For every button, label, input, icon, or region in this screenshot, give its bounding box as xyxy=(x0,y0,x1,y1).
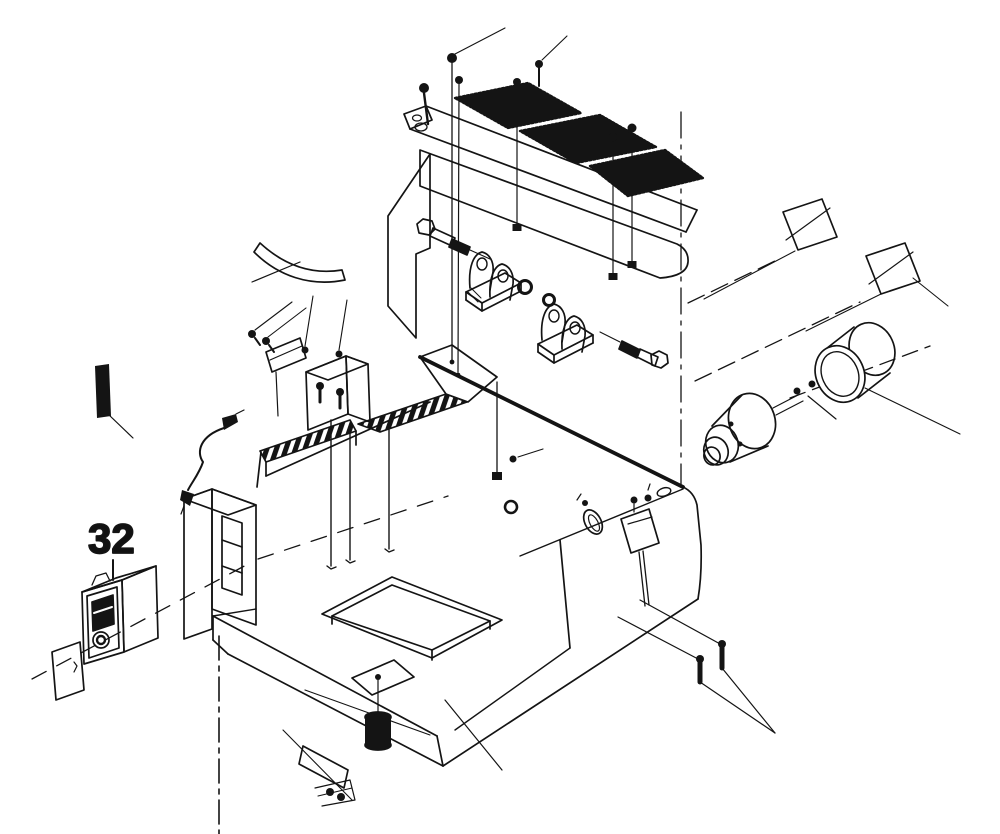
brush-pad xyxy=(588,148,705,198)
tube-axis-line xyxy=(694,301,861,382)
pivot-bracket-set xyxy=(416,218,669,369)
cover-plate-upper xyxy=(703,198,838,300)
notched-panel xyxy=(387,153,431,339)
floor-washer xyxy=(503,499,519,515)
terminal-block xyxy=(301,295,371,431)
switch-axis-line-2 xyxy=(257,495,449,560)
callout-32: 32 xyxy=(87,514,136,581)
beam-assembly xyxy=(387,27,705,373)
washer xyxy=(542,293,556,307)
center-lines xyxy=(31,111,931,834)
front-wall xyxy=(212,598,699,767)
pivot-bracket-left xyxy=(465,251,522,312)
terminal-block-assembly xyxy=(248,295,395,570)
cover-plate-lower xyxy=(805,242,949,332)
cord-bracket xyxy=(620,496,660,607)
plate-axis-line xyxy=(687,258,780,304)
right-wall xyxy=(454,486,703,731)
motor-unit xyxy=(702,380,837,466)
switch-button xyxy=(92,631,110,649)
rubber-foot xyxy=(364,711,392,751)
switch-rocker xyxy=(91,594,115,632)
rim-hole-and-screw xyxy=(644,483,672,502)
terminal-bracket xyxy=(248,301,307,417)
hex-bolt-right xyxy=(599,331,669,369)
floor-small-screw xyxy=(509,455,517,463)
main-housing xyxy=(183,344,703,767)
base-plate-and-foot xyxy=(304,659,431,751)
brush-pad xyxy=(518,113,658,165)
long-rods xyxy=(326,419,395,570)
hex-bolt-left xyxy=(416,218,491,260)
recessed-tray xyxy=(321,576,503,661)
fin-comb xyxy=(256,393,468,488)
washer xyxy=(517,279,533,295)
switch-axis-line xyxy=(31,562,251,680)
beam-end-cap xyxy=(403,105,433,130)
rear-top-edge xyxy=(418,355,685,489)
switch-slot-wall xyxy=(183,488,257,640)
floor-screw xyxy=(492,381,544,515)
beam-body xyxy=(403,105,698,279)
foot-screw-leaders xyxy=(444,599,776,771)
pivot-bracket-right xyxy=(537,303,594,364)
switch-slot xyxy=(221,515,243,596)
switch-cover-plate xyxy=(51,641,85,701)
marker-bar xyxy=(95,364,134,439)
brush-pads xyxy=(453,81,705,198)
motor-shaft xyxy=(772,380,837,420)
callout-label: 32 xyxy=(88,515,135,562)
power-switch xyxy=(81,565,159,665)
brush-pad xyxy=(453,81,583,130)
base-strip-plate xyxy=(282,729,356,807)
ground-wire xyxy=(180,409,245,515)
beam-screws xyxy=(414,27,637,373)
rotation-arrow-icon xyxy=(251,242,346,283)
tube-sleeve xyxy=(814,321,961,435)
wire-loop xyxy=(576,493,604,535)
